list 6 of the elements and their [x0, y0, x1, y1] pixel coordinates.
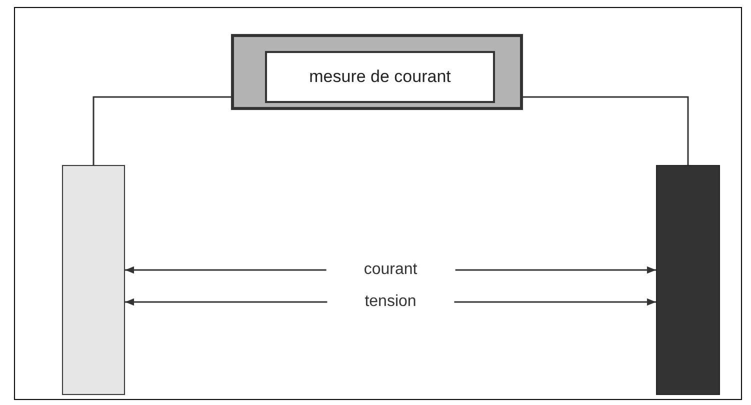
light-electrode	[62, 165, 125, 395]
wire	[92, 96, 231, 165]
dark-electrode	[656, 165, 720, 395]
meter-box	[231, 34, 523, 110]
wire	[523, 96, 689, 165]
display-box: mesure de courant	[265, 51, 495, 103]
